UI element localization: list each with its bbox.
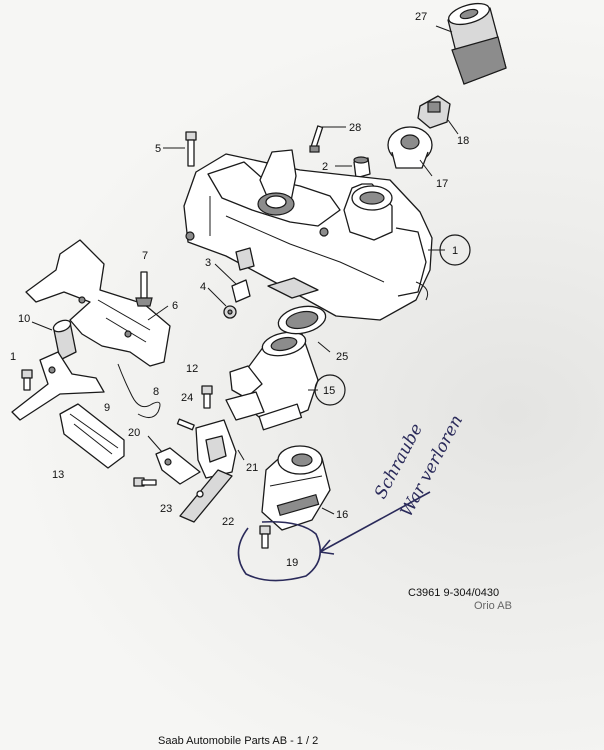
callout-8: 8 bbox=[153, 386, 159, 398]
part-21-bracket bbox=[195, 419, 237, 479]
callout-15-circled: 15 bbox=[323, 385, 335, 397]
part-18-switch bbox=[417, 95, 451, 129]
callout-6: 6 bbox=[172, 300, 178, 312]
callout-20: 20 bbox=[128, 427, 140, 439]
handwritten-marks bbox=[237, 491, 431, 582]
part-5-screw bbox=[185, 131, 197, 167]
callout-7: 7 bbox=[142, 250, 148, 262]
part-10-roller bbox=[52, 319, 77, 361]
callout-12: 12 bbox=[186, 363, 198, 375]
callout-24: 24 bbox=[181, 392, 193, 404]
part-27-cylinder bbox=[447, 2, 507, 85]
callout-22: 22 bbox=[222, 516, 234, 528]
callout-16: 16 bbox=[336, 509, 348, 521]
callout-27: 27 bbox=[415, 11, 427, 23]
part-15-column-tube bbox=[225, 331, 319, 431]
part-7-pin bbox=[135, 271, 153, 307]
part-1-main-housing bbox=[183, 149, 433, 321]
part-20-bracket bbox=[155, 447, 201, 485]
part-19-screw bbox=[259, 525, 271, 549]
callout-17: 17 bbox=[436, 178, 448, 190]
callout-10: 10 bbox=[18, 313, 30, 325]
part-13-block bbox=[59, 403, 125, 469]
callout-5: 5 bbox=[155, 143, 161, 155]
part-6-bracket bbox=[25, 239, 171, 367]
callout-1-circled: 1 bbox=[452, 245, 458, 257]
part-9-lever bbox=[11, 351, 105, 421]
callout-28: 28 bbox=[349, 122, 361, 134]
callout-23: 23 bbox=[160, 503, 172, 515]
part-25-ring bbox=[277, 305, 327, 335]
part-8-spring bbox=[117, 363, 161, 418]
part-28-pin bbox=[309, 125, 324, 153]
callout-13: 13 bbox=[52, 469, 64, 481]
callout-1-left: 1 bbox=[10, 351, 16, 363]
part-22-plate bbox=[179, 469, 233, 523]
part-1-small-screw bbox=[21, 369, 33, 391]
reference-org: Orio AB bbox=[474, 600, 512, 612]
callout-4: 4 bbox=[200, 281, 206, 293]
part-24-pin bbox=[176, 418, 195, 431]
page-footer: Saab Automobile Parts AB - 1 / 2 bbox=[158, 735, 318, 747]
callout-2: 2 bbox=[322, 161, 328, 173]
callout-18: 18 bbox=[457, 135, 469, 147]
part-16-ignition-switch bbox=[261, 445, 331, 531]
part-17-ring bbox=[387, 126, 433, 169]
callout-25: 25 bbox=[336, 351, 348, 363]
callout-9: 9 bbox=[104, 402, 110, 414]
part-4-nut bbox=[223, 305, 237, 319]
part-2-bushing bbox=[353, 156, 371, 179]
callout-3: 3 bbox=[205, 257, 211, 269]
reference-code: C3961 9-304/0430 bbox=[408, 587, 499, 599]
part-12-bolt bbox=[201, 385, 213, 409]
callout-19: 19 bbox=[286, 557, 298, 569]
callout-21: 21 bbox=[246, 462, 258, 474]
part-3-clip bbox=[231, 247, 319, 303]
part-23-screw bbox=[133, 477, 157, 487]
